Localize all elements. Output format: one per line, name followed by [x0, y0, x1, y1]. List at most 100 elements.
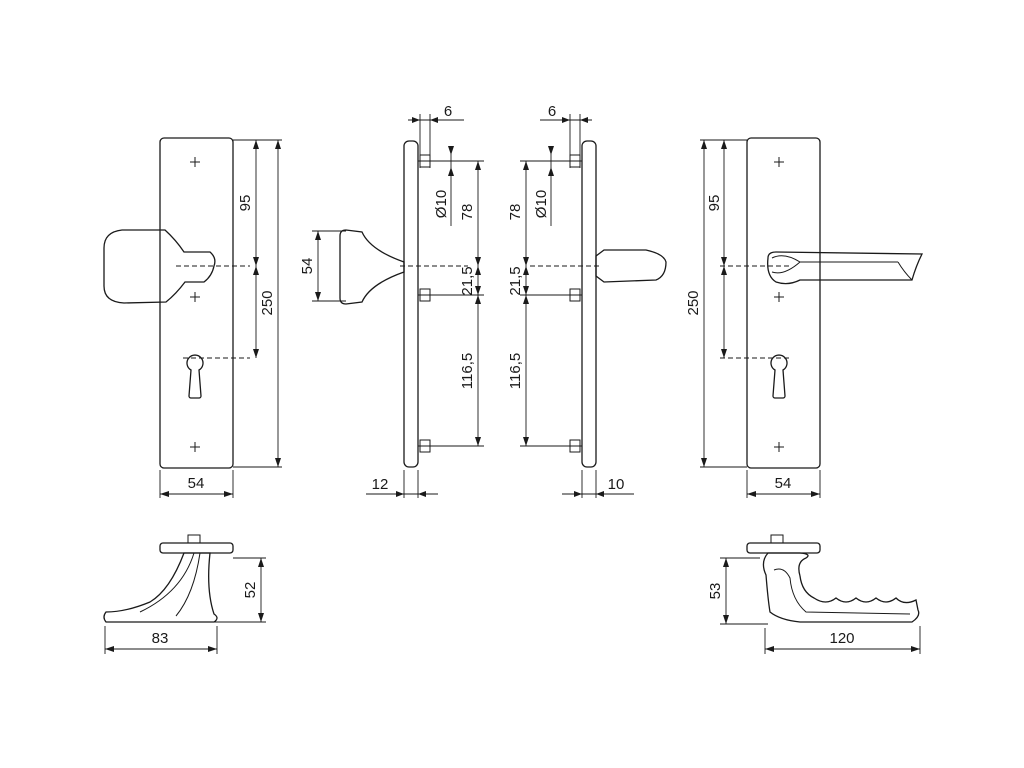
arrow [548, 167, 554, 176]
arrow [701, 140, 707, 149]
dim-label-21-5: 21,5 [459, 266, 476, 295]
knob-top-outline [103, 552, 218, 623]
dim-label-95: 95 [706, 195, 723, 212]
front-view-lever: 95 250 54 [685, 137, 924, 498]
dim-label-6: 6 [548, 103, 556, 120]
arrow [396, 491, 404, 497]
dim-label-83: 83 [152, 630, 169, 647]
arrow [315, 231, 321, 240]
lever-top-outline [762, 552, 920, 623]
dim-label-95: 95 [237, 195, 254, 212]
dim-label-53: 53 [707, 583, 724, 600]
arrow [160, 491, 169, 497]
arrow [253, 266, 259, 275]
dim-label-6: 6 [444, 103, 452, 120]
arrow [448, 146, 454, 155]
arrow [765, 646, 774, 652]
side-view-knob: 6 Ø10 78 21,5 116,5 54 12 [299, 103, 484, 498]
arrow [275, 458, 281, 467]
arrow [580, 117, 588, 123]
dim-label-116-5: 116,5 [507, 353, 524, 389]
lever-tip-detail [897, 261, 913, 281]
top-view-lever: 53 120 [707, 534, 921, 654]
arrow [315, 292, 321, 301]
arrow [701, 458, 707, 467]
arrow [208, 646, 217, 652]
arrow [811, 491, 820, 497]
dim-label-250: 250 [259, 290, 276, 315]
keyhole-cutout [186, 354, 204, 399]
arrow [253, 257, 259, 266]
screw-hole-mid [774, 292, 784, 302]
arrow [562, 117, 570, 123]
arrow [523, 295, 529, 304]
front-view-knob: 95 250 54 [103, 137, 282, 498]
arrow [275, 140, 281, 149]
arrow [747, 491, 756, 497]
arrow [448, 167, 454, 176]
lever-inner-line [773, 568, 911, 615]
arrow [523, 437, 529, 446]
arrow [253, 140, 259, 149]
backplate-outline [159, 137, 234, 469]
top-view-knob: 52 83 [103, 534, 266, 654]
arrow [105, 646, 114, 652]
keyhole-cutout [770, 354, 788, 399]
arrow [430, 117, 438, 123]
plate-side-outline [581, 140, 597, 468]
arrow [475, 295, 481, 304]
arrow [523, 286, 529, 295]
spindle-stub [187, 534, 201, 544]
dim-label-78: 78 [459, 204, 476, 221]
knob-front-outline [103, 229, 216, 304]
arrow [475, 266, 481, 275]
dim-label-10: 10 [608, 476, 625, 493]
arrow [523, 161, 529, 170]
arrow [721, 257, 727, 266]
lever-front-outline [767, 251, 924, 285]
screw-hole-top [190, 157, 200, 167]
lever-side-outline [595, 249, 667, 283]
arrow [412, 117, 420, 123]
arrow [721, 266, 727, 275]
knob-side-outline [339, 229, 405, 305]
arrow [548, 146, 554, 155]
arrow [418, 491, 426, 497]
knob-inner-line [175, 552, 201, 617]
arrow [723, 558, 729, 567]
spindle-stub [770, 534, 784, 544]
arrow [574, 491, 582, 497]
dim-label-250: 250 [685, 290, 702, 315]
dim-label-120: 120 [829, 630, 854, 647]
backplate-outline [746, 137, 821, 469]
arrow [475, 257, 481, 266]
arrow [258, 613, 264, 622]
dim-label-12: 12 [372, 476, 389, 493]
arrow [523, 257, 529, 266]
dim-label-dia10: Ø10 [433, 190, 450, 218]
arrow [224, 491, 233, 497]
dim-label-78: 78 [507, 204, 524, 221]
screw-hole-top [774, 157, 784, 167]
arrow [723, 615, 729, 624]
arrow [253, 349, 259, 358]
rose-outline [746, 542, 821, 554]
arrow [475, 161, 481, 170]
screw-hole-bottom [190, 442, 200, 452]
arrow [523, 266, 529, 275]
dim-label-21-5: 21,5 [507, 266, 524, 295]
lever-rose-detail [771, 255, 801, 274]
screw-hole-bottom [774, 442, 784, 452]
arrow [721, 349, 727, 358]
dim-label-54: 54 [188, 475, 205, 492]
dim-label-116-5: 116,5 [459, 353, 476, 389]
side-view-lever: 6 Ø10 78 21,5 116,5 10 [507, 103, 667, 498]
arrow [475, 437, 481, 446]
arrow [911, 646, 920, 652]
plate-side-outline [403, 140, 419, 468]
arrow [596, 491, 604, 497]
rose-outline [159, 542, 234, 554]
arrow [475, 286, 481, 295]
arrow [258, 558, 264, 567]
